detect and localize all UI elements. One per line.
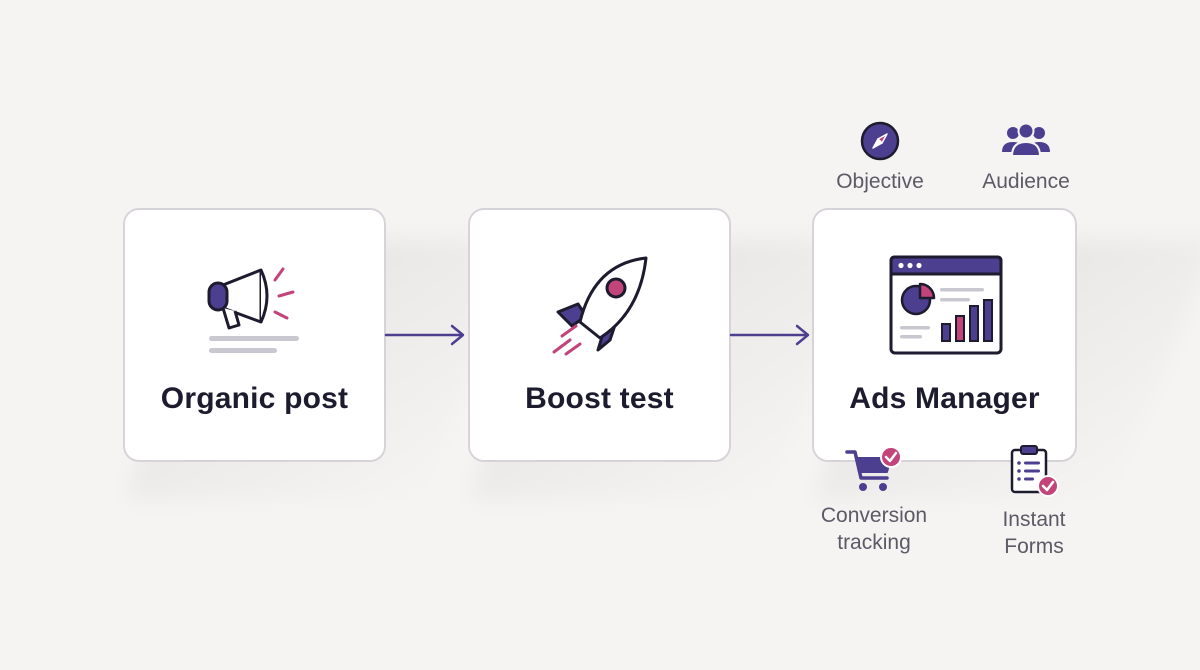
feature-label: Instant Forms [1002, 508, 1066, 558]
feature-conversion-tracking: Conversion tracking [800, 444, 948, 556]
feature-instant-forms: Instant Forms [974, 444, 1094, 560]
megaphone-icon [207, 267, 295, 330]
rocket-icon [552, 256, 648, 356]
feature-label: Conversion tracking [820, 504, 928, 554]
clipboard-check-icon [1010, 445, 1059, 497]
shopping-cart-check-icon [845, 446, 902, 491]
compass-icon [860, 121, 900, 161]
step-card-organic-post[interactable]: Organic post [123, 208, 386, 462]
step-card-boost-test[interactable]: Boost test [468, 208, 731, 462]
arrow-connector [384, 324, 465, 346]
feature-label: Objective [836, 170, 924, 193]
feature-audience: Audience [962, 120, 1090, 195]
feature-label: Audience [982, 170, 1070, 193]
step-label: Organic post [160, 382, 349, 415]
dashboard-icon [889, 255, 1003, 355]
people-icon [1002, 122, 1050, 157]
feature-objective: Objective [815, 120, 945, 195]
step-label: Boost test [525, 382, 674, 415]
step-card-ads-manager[interactable]: Ads Manager [812, 208, 1077, 462]
text-lines-icon [209, 336, 299, 353]
arrow-connector [729, 324, 810, 346]
step-label: Ads Manager [849, 382, 1040, 415]
